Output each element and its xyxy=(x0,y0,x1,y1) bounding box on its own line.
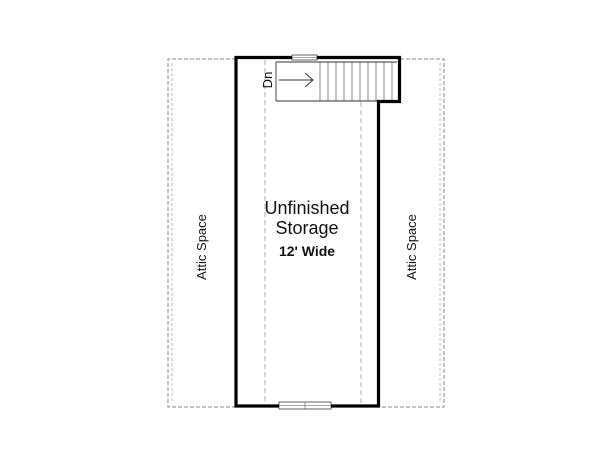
attic-right-outline xyxy=(379,58,445,408)
stair-direction-arrow-icon xyxy=(279,72,314,88)
storage-name-line1: Unfinished xyxy=(264,198,349,218)
staircase xyxy=(275,61,397,102)
window-bottom xyxy=(278,401,332,410)
attic-left-label: Attic Space xyxy=(194,214,209,280)
window-top xyxy=(291,54,318,61)
attic-left xyxy=(167,58,236,408)
attic-left-outline xyxy=(167,58,236,408)
storage-inner-lines xyxy=(264,60,362,404)
attic-right-label: Attic Space xyxy=(404,214,419,280)
stair-treads xyxy=(319,62,393,101)
storage-walls xyxy=(234,55,402,408)
stairs-direction-label: Dn xyxy=(260,72,275,89)
storage-name-line2: Storage xyxy=(275,218,338,238)
storage-width-note: 12' Wide xyxy=(279,243,335,259)
attic-right xyxy=(379,58,445,408)
